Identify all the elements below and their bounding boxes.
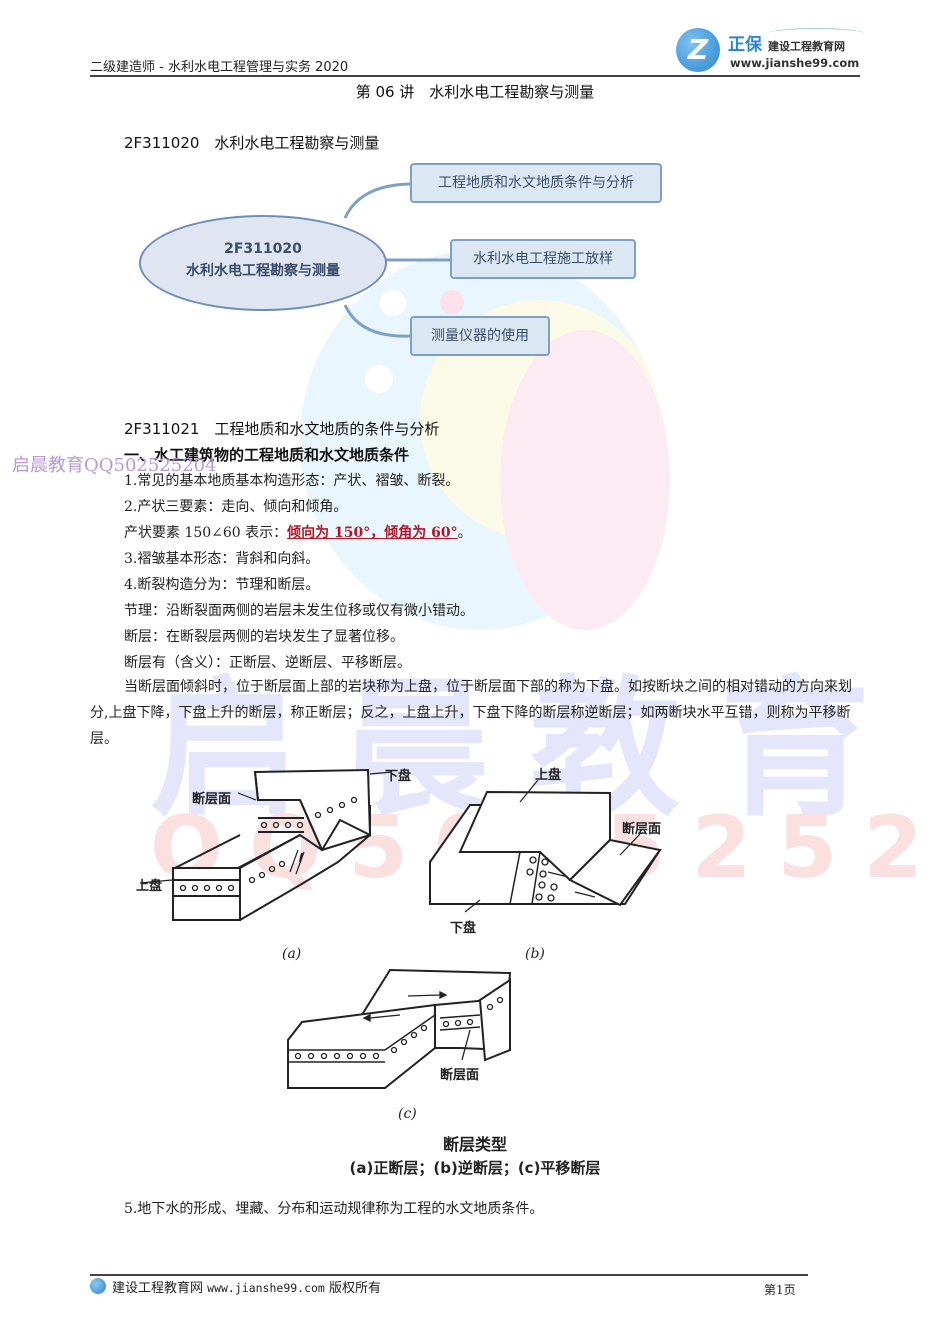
- section-heading-2f311020: 2F311020 水利水电工程勘察与测量: [124, 134, 380, 152]
- attitude-example-suffix: 。: [457, 525, 472, 541]
- logo-arc: [768, 28, 864, 39]
- logo-brand-text: 正保: [728, 35, 762, 55]
- text-line-attitude-example: 产状要素 150∠60 表示：倾向为 150°，倾角为 60°。: [124, 522, 472, 542]
- subheading-conditions: 一、水工建筑物的工程地质和水文地质条件: [124, 446, 410, 464]
- footer-site-name: 建设工程教育网: [112, 1281, 204, 1296]
- watermark-circle-pink: [500, 330, 670, 630]
- text-line-attitude: 2.产状三要素：走向、倾向和倾角。: [124, 499, 348, 515]
- page-number: 第1页: [764, 1283, 796, 1297]
- section-heading-2f311021: 2F311021 工程地质和水文地质的条件与分析: [124, 420, 440, 438]
- text-line-groundwater: 5.地下水的形成、埋藏、分布和运动规律称为工程的水文地质条件。: [124, 1201, 544, 1217]
- mindmap-center-title: 水利水电工程勘察与测量: [186, 263, 340, 279]
- watermark-dot: [365, 365, 393, 393]
- text-line-joints: 节理：沿断裂面两侧的岩层未发生位移或仅有微小错动。: [124, 603, 474, 619]
- mindmap-center-label: 2F311020 水利水电工程勘察与测量: [139, 238, 387, 282]
- logo-circle-icon: [676, 28, 720, 72]
- text-line-structures: 1.常见的基本地质基本构造形态：产状、褶皱、断裂。: [124, 473, 460, 489]
- watermark-side-text: 启晨教育QQ502525204: [12, 455, 217, 476]
- logo-url-text: www.jianshe99.com: [730, 56, 860, 70]
- attitude-example-highlight: 倾向为 150°，倾角为 60°: [287, 525, 458, 541]
- paragraph-fault-definition: 当断层面倾斜时，位于断层面上部的岩块称为上盘，位于断层面下部的称为下盘。如按断块…: [90, 679, 852, 747]
- footer-copyright: 建设工程教育网 www.jianshe99.com 版权所有: [112, 1277, 381, 1296]
- fig-c-fault-plane-label: 断层面: [440, 1068, 480, 1083]
- fig-a-caption: (a): [282, 946, 302, 962]
- mindmap-branch-instruments: 测量仪器的使用: [410, 316, 550, 356]
- page-title: 第 06 讲 水利水电工程勘察与测量: [355, 83, 595, 101]
- fig-a-hanging-wall-label: 上盘: [136, 879, 163, 894]
- footer-url: www.jianshe99.com: [207, 1281, 325, 1295]
- doc-series-title: 二级建造师 - 水利水电工程管理与实务 2020: [90, 60, 349, 75]
- text-line-folds: 3.褶皱基本形态：背斜和向斜。: [124, 551, 320, 567]
- fig-c-caption: (c): [398, 1106, 417, 1122]
- header-divider: [90, 75, 860, 77]
- attitude-example-prefix: 产状要素 150∠60 表示：: [124, 525, 288, 541]
- footer-divider: [90, 1274, 808, 1276]
- text-line-fractures: 4.断裂构造分为：节理和断层。: [124, 577, 320, 593]
- text-line-fault-types: 断层有（含义）：正断层、逆断层、平移断层。: [124, 655, 411, 671]
- fig-b-fault-plane-label: 断层面: [622, 822, 662, 837]
- footer-logo-icon: [90, 1278, 106, 1294]
- text-line-faults: 断层：在断裂层两侧的岩块发生了显著位移。: [124, 629, 404, 645]
- fault-diagrams: [139, 768, 662, 1089]
- figure-caption-subtitle: (a)正断层；(b)逆断层；(c)平移断层: [349, 1159, 601, 1177]
- fig-b-hanging-wall-label: 上盘: [535, 768, 562, 783]
- figure-caption-title: 断层类型: [442, 1135, 507, 1154]
- fig-a-fault-plane-label: 断层面: [192, 792, 232, 807]
- fig-b-footwall-label: 下盘: [450, 921, 477, 936]
- mindmap-center-code: 2F311020: [224, 241, 302, 257]
- watermark-dot: [380, 290, 406, 316]
- mindmap-branch-layout: 水利水电工程施工放样: [450, 239, 636, 279]
- brand-logo: Z 正保 建设工程教育网 www.jianshe99.com: [676, 26, 866, 74]
- mindmap-branch-geology: 工程地质和水文地质条件与分析: [410, 163, 662, 203]
- logo-z-icon: Z: [687, 33, 709, 66]
- logo-sub-text: 建设工程教育网: [768, 40, 845, 53]
- mindmap-center-node: [139, 215, 387, 311]
- footer-rights: 版权所有: [329, 1281, 382, 1296]
- fig-b-caption: (b): [525, 946, 545, 962]
- fig-a-footwall-label: 下盘: [385, 769, 412, 784]
- mindmap-connectors: [343, 182, 452, 338]
- watermark-dot: [440, 290, 464, 314]
